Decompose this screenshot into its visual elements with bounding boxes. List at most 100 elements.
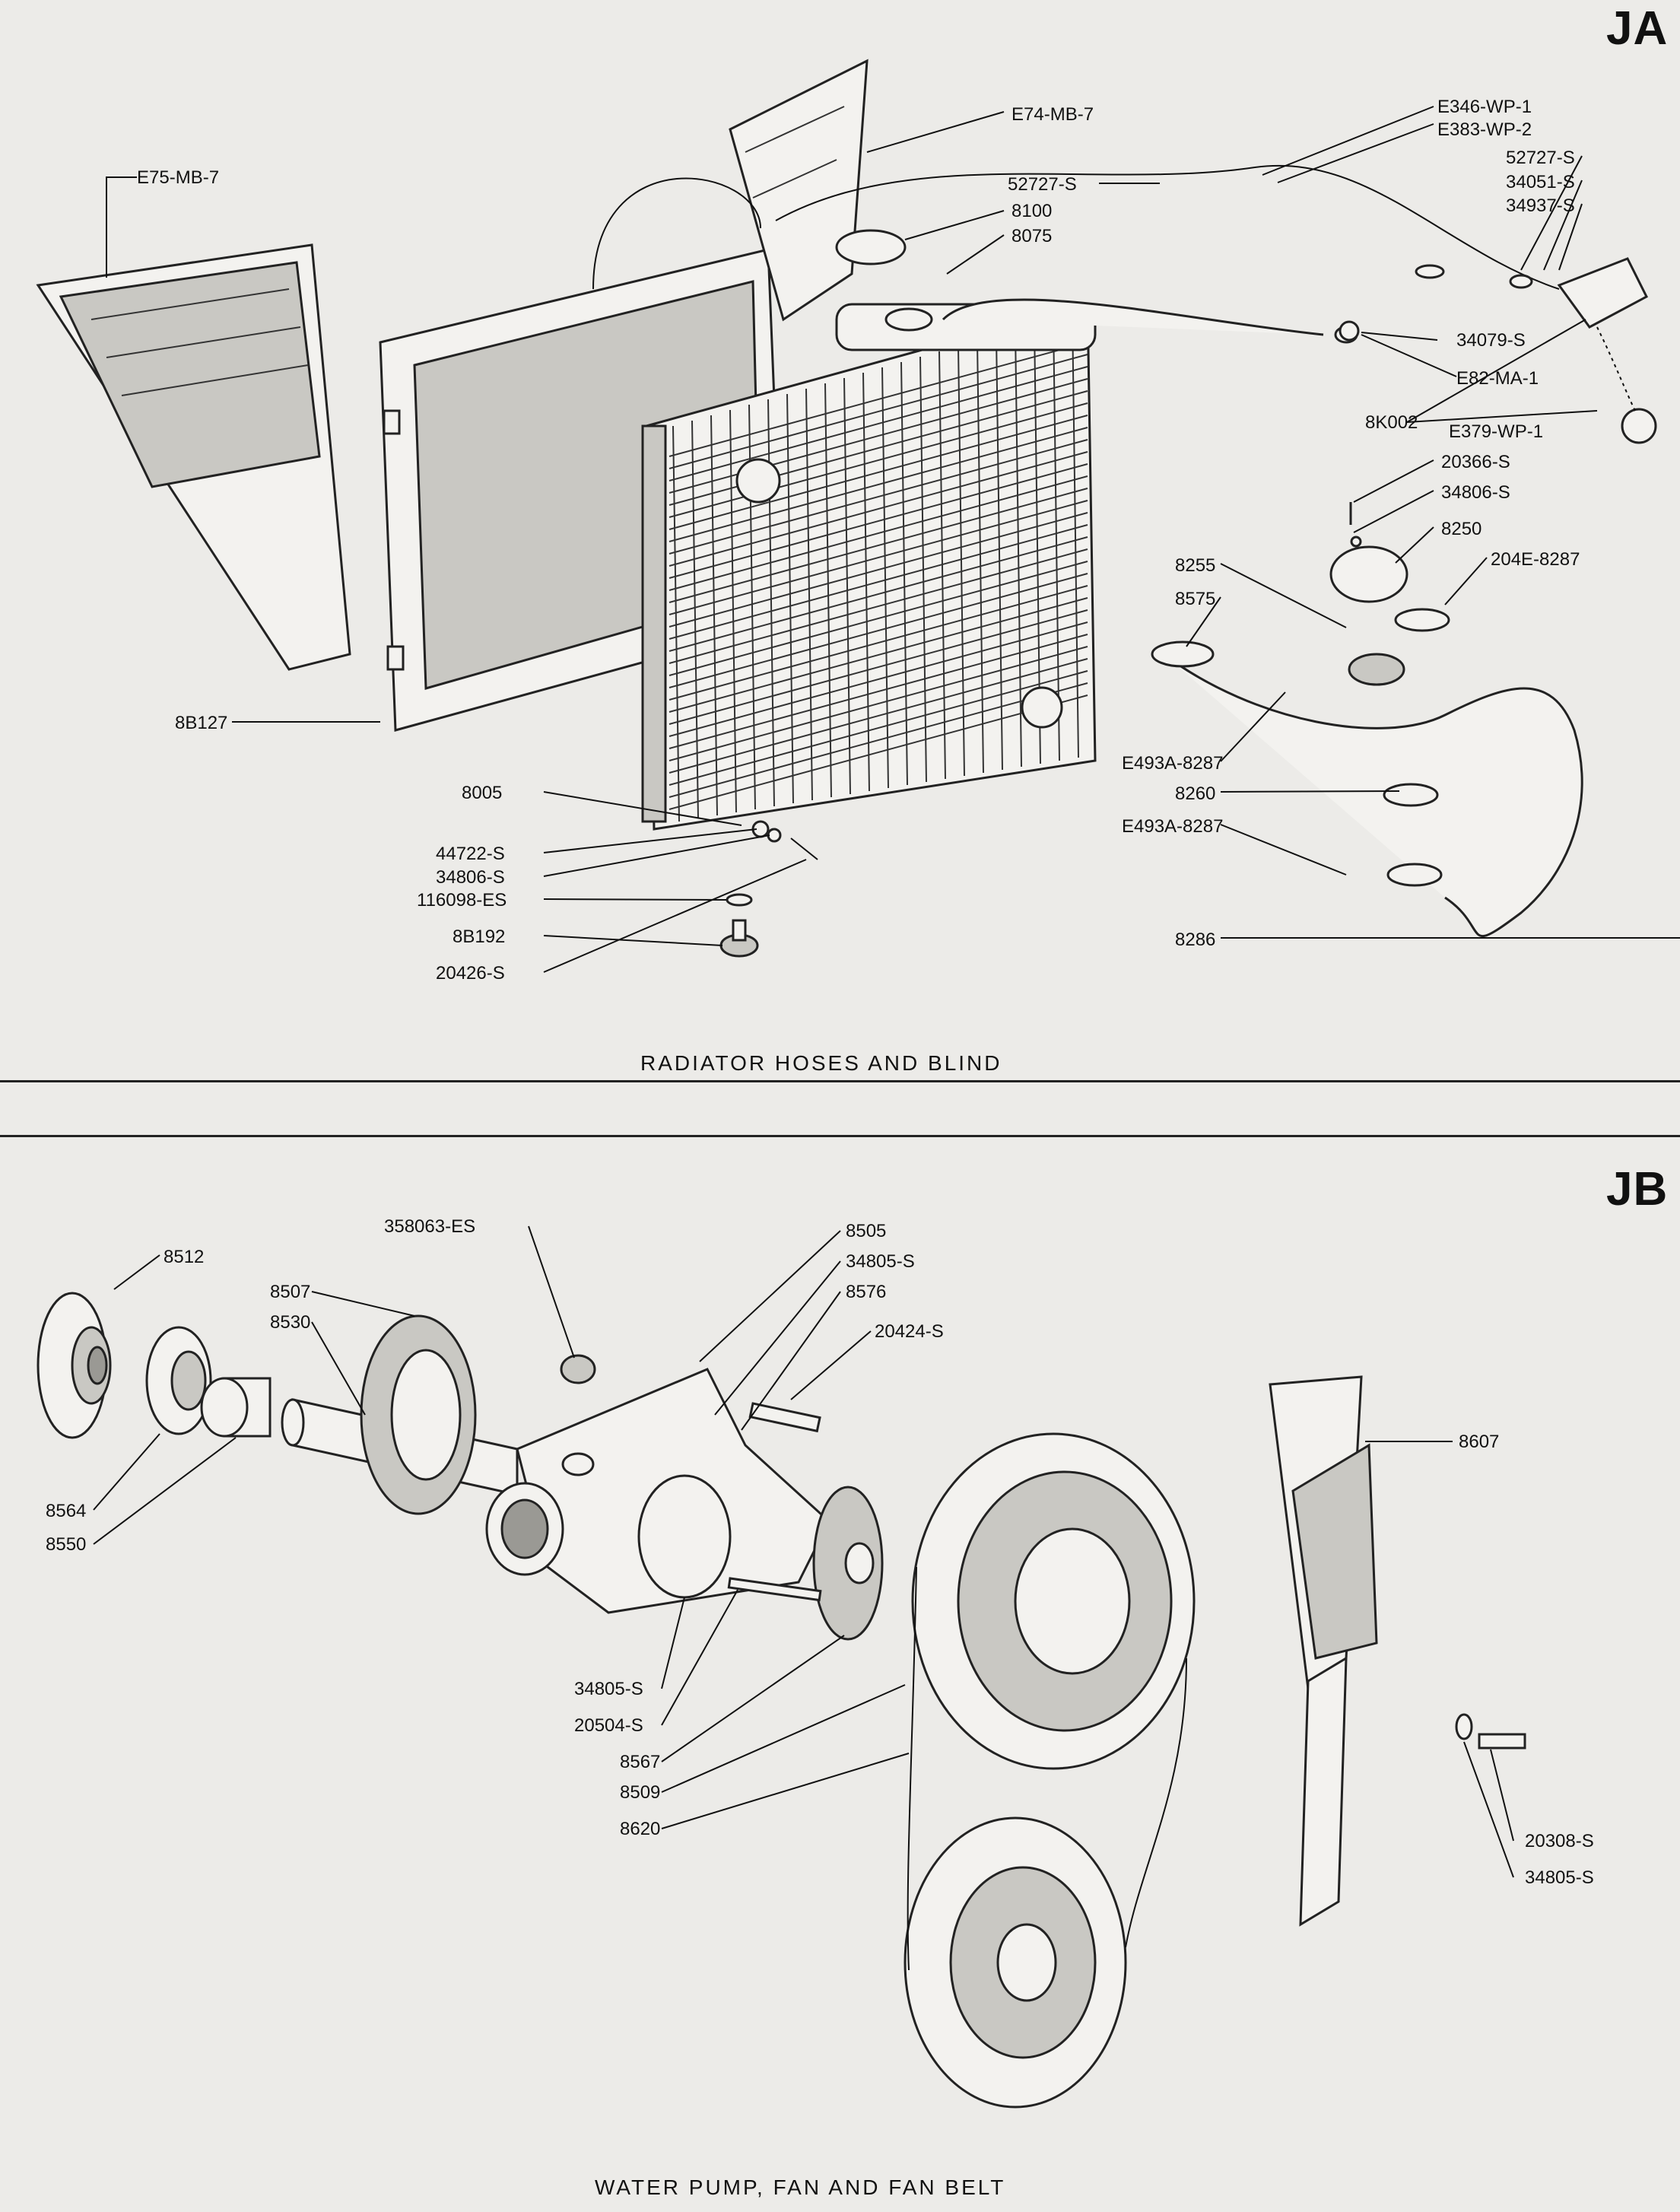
filler-cap bbox=[835, 229, 907, 265]
label-8509: 8509 bbox=[620, 1782, 660, 1803]
label-52727-s-b: 52727-S bbox=[1506, 148, 1575, 168]
label-8550: 8550 bbox=[46, 1534, 86, 1555]
label-e379-wp-1: E379-WP-1 bbox=[1449, 421, 1543, 442]
caption-radiator-hoses-and-blind: RADIATOR HOSES AND BLIND bbox=[640, 1051, 1002, 1075]
radiator-tube-line bbox=[669, 427, 1088, 542]
pump-hub-8512 bbox=[37, 1292, 112, 1439]
radiator-tube-line bbox=[669, 609, 1088, 725]
radiator-tube-line bbox=[669, 451, 1088, 567]
radiator-tube-line bbox=[669, 573, 1088, 688]
label-8255: 8255 bbox=[1175, 555, 1215, 576]
radiator-fin-line bbox=[1053, 319, 1060, 761]
side-baffle-right bbox=[729, 59, 869, 322]
radiator-tube-line bbox=[669, 488, 1088, 603]
radiator-tube-line bbox=[669, 463, 1088, 579]
label-8567: 8567 bbox=[620, 1752, 660, 1772]
gasket-8507 bbox=[360, 1314, 477, 1515]
radiator-tube-line bbox=[669, 415, 1088, 530]
radiator-fin-line bbox=[881, 367, 889, 789]
label-e74-mb-7: E74-MB-7 bbox=[1011, 104, 1094, 125]
radiator-tube-line bbox=[669, 354, 1088, 469]
label-8260: 8260 bbox=[1175, 783, 1215, 804]
label-34051-s: 34051-S bbox=[1506, 172, 1575, 192]
label-20504-s: 20504-S bbox=[574, 1715, 643, 1736]
label-e383-wp-2: E383-WP-2 bbox=[1437, 119, 1532, 140]
radiator-tube-line bbox=[669, 670, 1088, 786]
section-code-jb: JB bbox=[1606, 1163, 1669, 1216]
label-8575: 8575 bbox=[1175, 589, 1215, 609]
radiator-tube-line bbox=[669, 366, 1088, 481]
seal-8564 bbox=[145, 1326, 212, 1435]
leaders-ja bbox=[106, 106, 1680, 973]
radiator-tube-line bbox=[669, 524, 1088, 640]
label-8b127: 8B127 bbox=[175, 713, 227, 733]
label-8607: 8607 bbox=[1459, 1432, 1499, 1452]
label-8100: 8100 bbox=[1011, 201, 1052, 221]
radiator-fin-line bbox=[843, 377, 851, 795]
radiator-fin-line bbox=[805, 388, 813, 801]
radiator-tube-line bbox=[669, 658, 1088, 774]
label-8005: 8005 bbox=[462, 783, 502, 803]
pump-body bbox=[485, 1354, 830, 1614]
label-116098-es: 116098-ES bbox=[417, 890, 507, 911]
label-e75-mb-7: E75-MB-7 bbox=[137, 167, 219, 188]
label-20424-s: 20424-S bbox=[875, 1321, 944, 1342]
label-34937-s: 34937-S bbox=[1506, 195, 1575, 216]
radiator-fin-line bbox=[729, 409, 737, 813]
radiator-fin-line bbox=[996, 335, 1003, 771]
labels-ja: E346-WP-1 E383-WP-2 E74-MB-7 E75-MB-7 52… bbox=[137, 97, 1580, 984]
radiator-fin-line bbox=[862, 372, 870, 792]
label-8564: 8564 bbox=[46, 1501, 86, 1521]
section-divider-top bbox=[0, 1080, 1680, 1082]
radiator-fin-line bbox=[1072, 313, 1079, 758]
label-34805-s-a: 34805-S bbox=[846, 1251, 915, 1272]
label-8075: 8075 bbox=[1011, 226, 1052, 246]
label-20426-s: 20426-S bbox=[436, 963, 505, 984]
radiator-tube-line bbox=[669, 475, 1088, 591]
label-20366-s: 20366-S bbox=[1441, 452, 1510, 472]
label-358063-es: 358063-ES bbox=[384, 1216, 475, 1237]
label-20308-s: 20308-S bbox=[1525, 1831, 1594, 1851]
section-code-ja: JA bbox=[1606, 2, 1669, 55]
label-52727-s-a: 52727-S bbox=[1008, 174, 1077, 195]
label-e346-wp-1: E346-WP-1 bbox=[1437, 97, 1532, 117]
section-divider-bottom bbox=[0, 1135, 1680, 1137]
label-8b192: 8B192 bbox=[453, 926, 505, 947]
labels-jb: 358063-ES 8505 34805-S 8576 20424-S 8512… bbox=[46, 1216, 1594, 1888]
label-8530: 8530 bbox=[270, 1312, 310, 1333]
radiator-tube-line bbox=[669, 439, 1088, 555]
radiator-fin-line bbox=[786, 393, 794, 804]
label-34805-s-b: 34805-S bbox=[574, 1679, 643, 1699]
radiator-tube-line bbox=[669, 500, 1088, 615]
radiator-tube-line bbox=[669, 634, 1088, 749]
radiator-fin-line bbox=[900, 361, 908, 786]
radiator-tube-line bbox=[669, 402, 1088, 518]
label-34805-s-c: 34805-S bbox=[1525, 1867, 1594, 1888]
caption-water-pump-fan-and-fan-belt: WATER PUMP, FAN AND FAN BELT bbox=[595, 2175, 1006, 2199]
label-e493a-8287-a: E493A-8287 bbox=[1122, 753, 1223, 774]
radiator-tube-line bbox=[669, 548, 1088, 664]
label-8k002: 8K002 bbox=[1365, 412, 1418, 433]
bearing-8550 bbox=[200, 1377, 272, 1438]
label-34806-s-a: 34806-S bbox=[1441, 482, 1510, 503]
fan-blade-8607 bbox=[1269, 1375, 1526, 1927]
label-8576: 8576 bbox=[846, 1282, 886, 1302]
radiator-tube-line bbox=[669, 561, 1088, 676]
label-34806-s-b: 34806-S bbox=[436, 867, 505, 888]
label-e82-ma-1: E82-MA-1 bbox=[1456, 368, 1539, 389]
radiator-tube-line bbox=[669, 597, 1088, 713]
label-204e-8287: 204E-8287 bbox=[1491, 549, 1580, 570]
fan-pulley-and-belt bbox=[904, 1432, 1196, 2109]
radiator-tube-line bbox=[669, 342, 1088, 457]
radiator-tube-line bbox=[669, 682, 1088, 798]
radiator-tube-line bbox=[669, 694, 1088, 810]
radiator-tube-line bbox=[669, 585, 1088, 701]
label-8286: 8286 bbox=[1175, 930, 1215, 950]
pump-pulley-hub-8509 bbox=[812, 1486, 884, 1641]
label-e493a-8287-b: E493A-8287 bbox=[1122, 816, 1223, 837]
label-8512: 8512 bbox=[164, 1247, 204, 1267]
fan-bolts bbox=[727, 1402, 822, 1602]
radiator-fin-line bbox=[1015, 329, 1022, 768]
